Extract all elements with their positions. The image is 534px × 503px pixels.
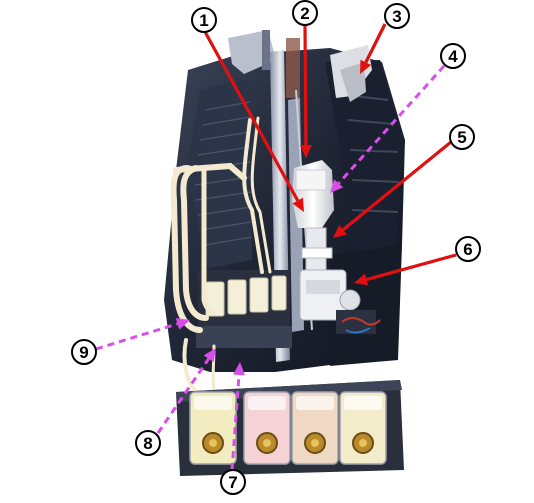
callout-arrowhead-3 bbox=[360, 59, 372, 74]
callout-number-1: 1 bbox=[199, 11, 208, 30]
callout-arrowhead-6 bbox=[354, 273, 369, 286]
callout-number-8: 8 bbox=[143, 434, 152, 453]
callout-badge-3 bbox=[384, 3, 410, 29]
callout-badge-9 bbox=[71, 339, 97, 365]
callout-badge-8 bbox=[135, 430, 161, 456]
callout-badge-7 bbox=[220, 469, 246, 495]
callout-arrow-7 bbox=[230, 374, 241, 471]
capping-station bbox=[299, 269, 381, 334]
callout-number-9: 9 bbox=[79, 343, 88, 362]
callout-arrow-5 bbox=[342, 140, 453, 232]
callout-5: 5 bbox=[333, 124, 475, 238]
callout-arrow-3 bbox=[364, 23, 387, 64]
callout-arrow-1 bbox=[202, 29, 300, 202]
callout-arrow-9 bbox=[95, 322, 179, 351]
callout-arrowhead-5 bbox=[333, 225, 347, 238]
callout-7: 7 bbox=[220, 362, 246, 495]
print-carriage bbox=[292, 160, 334, 271]
callout-arrowhead-4 bbox=[330, 179, 344, 193]
callout-number-3: 3 bbox=[392, 7, 401, 26]
paper-guide bbox=[330, 45, 372, 102]
callout-arrowhead-7 bbox=[233, 362, 246, 376]
callout-number-4: 4 bbox=[448, 47, 458, 66]
callout-arrow-4 bbox=[337, 64, 446, 185]
callout-number-6: 6 bbox=[463, 240, 472, 259]
callout-arrow-6 bbox=[366, 253, 457, 282]
callout-badge-1 bbox=[191, 7, 217, 33]
top-bracket bbox=[228, 30, 300, 98]
callout-number-5: 5 bbox=[457, 128, 466, 147]
callout-1: 1 bbox=[191, 7, 304, 212]
ink-tubes bbox=[170, 116, 272, 394]
callout-arrowhead-9 bbox=[175, 318, 190, 330]
callout-2: 2 bbox=[292, 0, 318, 158]
callout-arrow-2 bbox=[303, 24, 308, 146]
ink-tank-magenta bbox=[243, 391, 291, 465]
callout-arrowhead-8 bbox=[203, 348, 216, 363]
ink-tank-black-yellow bbox=[339, 391, 387, 465]
callout-3: 3 bbox=[360, 3, 410, 74]
callout-8: 8 bbox=[135, 348, 216, 456]
callout-6: 6 bbox=[354, 236, 481, 286]
callout-arrowhead-2 bbox=[299, 144, 312, 158]
callout-number-7: 7 bbox=[228, 473, 237, 492]
callout-number-2: 2 bbox=[300, 4, 309, 23]
callout-badge-2 bbox=[292, 0, 318, 26]
damper-block bbox=[196, 270, 292, 348]
callout-badge-4 bbox=[440, 43, 466, 69]
callout-badge-6 bbox=[455, 236, 481, 262]
callout-4: 4 bbox=[330, 43, 466, 193]
callout-9: 9 bbox=[71, 318, 190, 365]
ink-tank-cyan-orange bbox=[291, 391, 339, 465]
callout-badge-5 bbox=[449, 124, 475, 150]
callout-arrow-8 bbox=[156, 357, 210, 434]
callout-arrowhead-1 bbox=[292, 197, 304, 212]
